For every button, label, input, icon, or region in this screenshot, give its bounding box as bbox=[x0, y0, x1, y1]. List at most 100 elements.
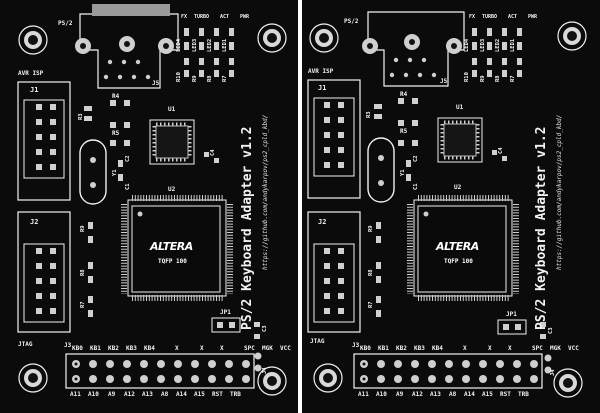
repo-url: https://github.com/andykarpov/ps2_cpld_k… bbox=[556, 114, 563, 270]
pin-label: SPC bbox=[244, 345, 255, 352]
pin-label: VCC bbox=[568, 345, 579, 352]
ref-led1: LED1 bbox=[510, 38, 516, 52]
ref-y1: Y1 bbox=[400, 169, 406, 176]
pin-label: KB4 bbox=[144, 345, 155, 352]
pin-label: X bbox=[508, 345, 512, 352]
ref-j4: J4 bbox=[550, 369, 556, 376]
pin-label: A10 bbox=[88, 391, 99, 398]
ref-c4: C4 bbox=[498, 147, 504, 154]
pin-label: KB0 bbox=[72, 345, 83, 352]
ref-j5: J5 bbox=[152, 80, 160, 87]
mounting-hole-bottom-right bbox=[553, 368, 583, 398]
top-row-labels: KB0 KB1 KB2 KB3 KB4 X X X SPC MGK VCC bbox=[358, 345, 588, 353]
ref-r8: R8 bbox=[80, 269, 86, 276]
ref-j3: J3 bbox=[64, 342, 72, 349]
ref-r4: R4 bbox=[400, 91, 408, 98]
pin-label: KB3 bbox=[414, 345, 425, 352]
ref-jp1: JP1 bbox=[220, 309, 231, 316]
chip-package-label: TQFP 100 bbox=[158, 258, 187, 265]
pin-label: TRB bbox=[518, 391, 529, 398]
led-label-fx: FX bbox=[181, 14, 188, 20]
ref-r9-top: R9 bbox=[192, 75, 198, 82]
pin-label: KB1 bbox=[378, 345, 389, 352]
ref-j4: J4 bbox=[262, 367, 268, 374]
pin-label: KB0 bbox=[360, 345, 371, 352]
pcb-board-right: PS/2 J5 FX TURBO ACT PWR LED4 LED3 LED2 … bbox=[302, 0, 600, 413]
board-title: PS/2 Keyboard Adapter v1.2 bbox=[240, 126, 255, 331]
mounting-hole-bottom-right bbox=[257, 366, 287, 396]
pin-label: A8 bbox=[161, 391, 169, 398]
led-label-act: ACT bbox=[220, 14, 230, 20]
pin-label: A12 bbox=[124, 391, 135, 398]
board-title: PS/2 Keyboard Adapter v1.2 bbox=[534, 126, 549, 331]
mounting-hole-top-left bbox=[309, 23, 339, 53]
jtag-label: JTAG bbox=[310, 338, 325, 345]
led-pads bbox=[472, 28, 522, 77]
avr-isp-label: AVR ISP bbox=[18, 70, 44, 77]
ref-r5: R5 bbox=[400, 128, 408, 135]
pin-label: KB3 bbox=[126, 345, 137, 352]
chip-brand-logo: ALTERA bbox=[150, 240, 193, 253]
header-j2-jtag bbox=[307, 211, 361, 333]
bottom-row-labels: A11 A10 A9 A12 A13 A8 A14 A15 RST TRB bbox=[356, 391, 586, 399]
mounting-hole-bottom-left bbox=[18, 363, 48, 393]
ref-r7-top: R7 bbox=[222, 75, 228, 82]
mounting-hole-bottom-left bbox=[313, 363, 343, 393]
ref-r8-top: R8 bbox=[207, 75, 213, 82]
header-j4-pads bbox=[254, 352, 262, 372]
ref-c3: C3 bbox=[262, 325, 268, 332]
ref-c2: C2 bbox=[413, 155, 419, 162]
pin-label: A11 bbox=[358, 391, 369, 398]
ref-j5: J5 bbox=[440, 78, 448, 85]
header-j1-avr-isp bbox=[307, 79, 361, 199]
ref-r3: R3 bbox=[78, 113, 84, 120]
ref-led4: LED4 bbox=[176, 38, 182, 52]
ref-led4: LED4 bbox=[464, 38, 470, 52]
pin-label: X bbox=[220, 345, 224, 352]
top-row-labels: KB0 KB1 KB2 KB3 KB4 X X X SPC MGK VCC bbox=[70, 345, 298, 353]
ref-c1: C1 bbox=[125, 183, 131, 190]
jumper-jp1 bbox=[211, 317, 241, 333]
chip-brand-logo: ALTERA bbox=[436, 240, 479, 253]
ref-r7: R7 bbox=[368, 301, 374, 308]
ref-j2: J2 bbox=[30, 218, 39, 226]
ref-j3: J3 bbox=[352, 342, 360, 349]
ref-j1: J1 bbox=[30, 86, 39, 94]
pin-label: A15 bbox=[194, 391, 205, 398]
ref-r8-top: R8 bbox=[495, 75, 501, 82]
ref-led3: LED3 bbox=[192, 38, 198, 52]
ref-c1: C1 bbox=[413, 183, 419, 190]
ref-u2: U2 bbox=[168, 186, 176, 193]
ref-jp1: JP1 bbox=[506, 311, 517, 318]
ref-led2: LED2 bbox=[495, 38, 501, 52]
pcb-artwork-right bbox=[307, 11, 587, 398]
header-j1-avr-isp bbox=[17, 81, 71, 201]
ref-u1: U1 bbox=[168, 106, 176, 113]
ref-c3: C3 bbox=[548, 327, 554, 334]
led-label-turbo: TURBO bbox=[194, 14, 210, 20]
ref-r10: R10 bbox=[464, 72, 470, 82]
pcb-artwork-left bbox=[17, 4, 287, 396]
ref-c4: C4 bbox=[210, 149, 216, 156]
jtag-label: JTAG bbox=[18, 341, 33, 348]
pin-label: A9 bbox=[108, 391, 116, 398]
pin-label: X bbox=[488, 345, 492, 352]
pin-label: RST bbox=[212, 391, 223, 398]
pin-label: A10 bbox=[376, 391, 387, 398]
pin-label: A11 bbox=[70, 391, 81, 398]
pin-label: A15 bbox=[482, 391, 493, 398]
ref-r9-top: R9 bbox=[480, 75, 486, 82]
ref-led3: LED3 bbox=[480, 38, 486, 52]
ref-j2: J2 bbox=[318, 218, 327, 226]
header-j3 bbox=[65, 353, 255, 389]
chip-u2-cpld bbox=[407, 195, 519, 301]
ps2-connector-j5 bbox=[362, 11, 465, 87]
ref-r8: R8 bbox=[368, 269, 374, 276]
pin-label: MGK bbox=[262, 345, 273, 352]
led-label-turbo: TURBO bbox=[482, 14, 498, 20]
ps2-label: PS/2 bbox=[58, 20, 73, 27]
pin-label: TRB bbox=[230, 391, 241, 398]
pin-label: A9 bbox=[396, 391, 404, 398]
ref-u2: U2 bbox=[454, 184, 462, 191]
header-j4-pads bbox=[544, 354, 552, 374]
